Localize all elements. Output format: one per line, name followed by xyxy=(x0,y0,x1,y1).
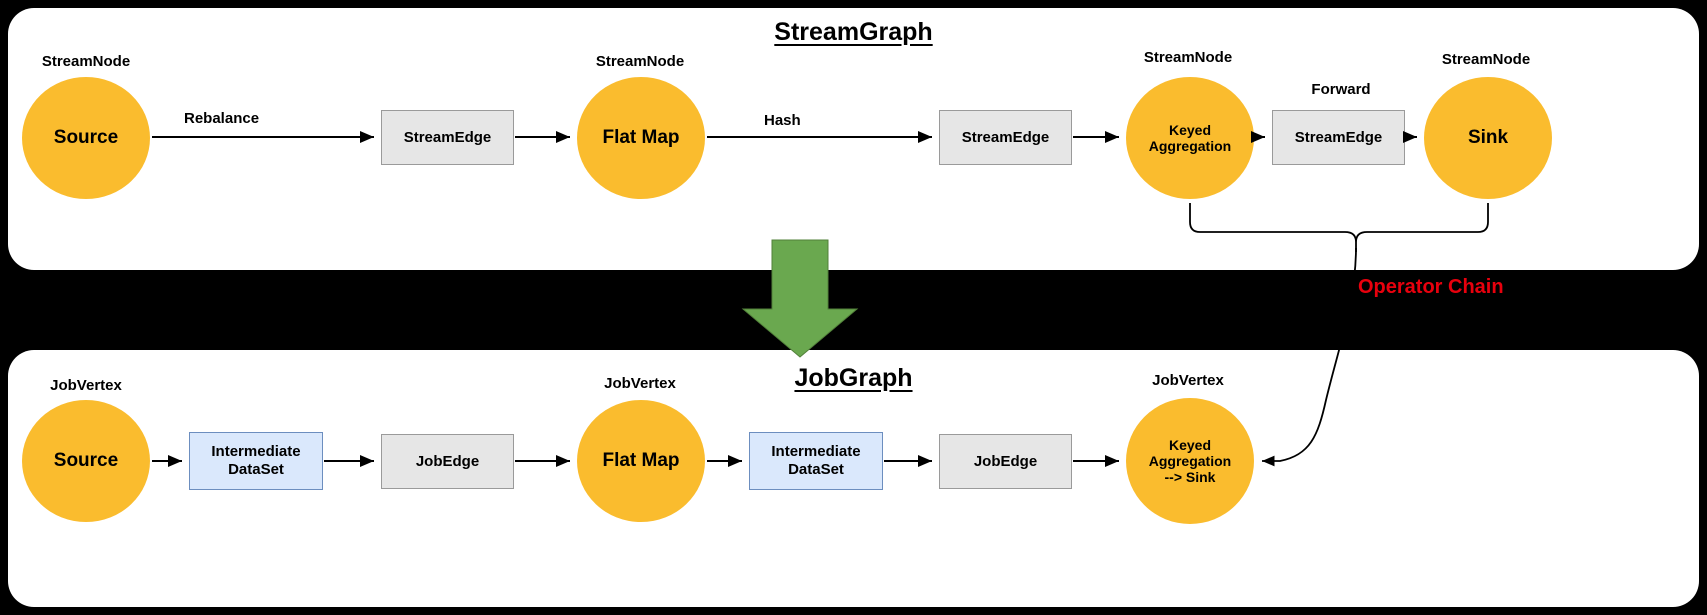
streamedge-box-2[interactable]: StreamEdge xyxy=(939,110,1072,165)
operator-chain-annotation: Operator Chain xyxy=(1358,276,1504,298)
streamnode-keyed-line2: Aggregation xyxy=(1148,138,1232,154)
caption-streamnode-sink: StreamNode xyxy=(1441,51,1531,68)
caption-streamnode-source: StreamNode xyxy=(41,53,131,70)
streamnode-flatmap[interactable]: Flat Map xyxy=(577,77,705,199)
jobedge-box-1[interactable]: JobEdge xyxy=(381,434,514,489)
dataset-1-line1: Intermediate xyxy=(211,443,301,460)
jobvertex-keyed-aggregation-sink[interactable]: Keyed Aggregation --> Sink xyxy=(1126,398,1254,524)
streamgraph-title: StreamGraph xyxy=(774,18,933,46)
caption-forward: Forward xyxy=(1311,81,1371,98)
jobedge-box-2[interactable]: JobEdge xyxy=(939,434,1072,489)
caption-jobvertex-keyed: JobVertex xyxy=(1152,372,1224,389)
jobgraph-title: JobGraph xyxy=(794,364,913,392)
dataset-2-line2: DataSet xyxy=(788,461,844,478)
streamnode-keyed-aggregation[interactable]: Keyed Aggregation xyxy=(1126,77,1254,199)
caption-jobvertex-flatmap: JobVertex xyxy=(604,375,676,392)
intermediate-dataset-box-1[interactable]: Intermediate DataSet xyxy=(189,432,323,490)
jobvertex-keyed-line2: Aggregation xyxy=(1148,452,1232,469)
edge-label-hash: Hash xyxy=(764,112,801,129)
intermediate-dataset-box-2[interactable]: Intermediate DataSet xyxy=(749,432,883,490)
streamgraph-panel: StreamGraph xyxy=(8,8,1699,270)
dataset-1-line2: DataSet xyxy=(228,461,284,478)
jobvertex-keyed-line1: Keyed xyxy=(1168,436,1212,453)
edge-label-rebalance: Rebalance xyxy=(184,110,260,127)
caption-streamnode-keyed: StreamNode xyxy=(1143,49,1233,66)
streamedge-box-1[interactable]: StreamEdge xyxy=(381,110,514,165)
streamnode-source[interactable]: Source xyxy=(22,77,150,199)
jobvertex-source[interactable]: Source xyxy=(22,400,150,522)
caption-jobvertex-source: JobVertex xyxy=(50,377,122,394)
streamnode-sink[interactable]: Sink xyxy=(1424,77,1552,199)
streamnode-keyed-line1: Keyed xyxy=(1168,121,1212,138)
streamedge-box-3[interactable]: StreamEdge xyxy=(1272,110,1405,165)
caption-streamnode-flatmap: StreamNode xyxy=(595,53,685,70)
dataset-2-line1: Intermediate xyxy=(771,443,861,460)
jobvertex-keyed-line3: --> Sink xyxy=(1164,469,1216,486)
jobvertex-flatmap[interactable]: Flat Map xyxy=(577,400,705,522)
